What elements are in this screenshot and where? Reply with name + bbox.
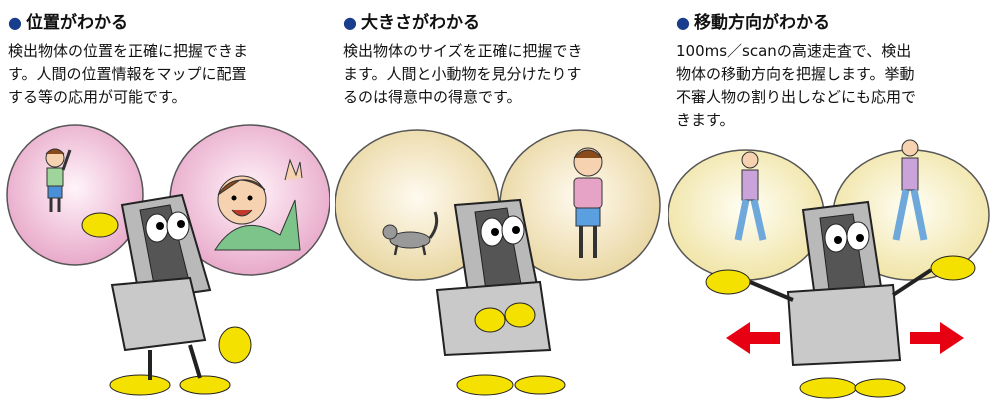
section-heading: ●大きさがわかる [343, 8, 480, 33]
position-illustration [6, 124, 330, 396]
child-figure [573, 147, 603, 258]
pink-bubble-left [6, 124, 144, 266]
walking-person-left [734, 151, 767, 241]
description-line: する等の応用が可能です。 [8, 88, 187, 106]
section-direction: ●移動方向がわかる 100ms／scanの高速走査で、検出 物体の移動方向を把握… [668, 0, 998, 405]
section-description: 検出物体のサイズを正確に把握でき ます。人間と小動物を見分けたりす るのは得意中… [343, 40, 665, 109]
circle-bullet-icon: ● [676, 13, 690, 32]
description-line: 物体の移動方向を把握します。挙動 [676, 65, 915, 83]
section-size: ●大きさがわかる 検出物体のサイズを正確に把握でき ます。人間と小動物を見分けた… [335, 0, 665, 405]
section-title: 大きさがわかる [360, 13, 480, 33]
size-illustration [335, 129, 661, 396]
red-right-arrow-icon [910, 322, 964, 354]
section-title: 移動方向がわかる [693, 13, 830, 33]
section-heading: ●移動方向がわかる [676, 8, 830, 33]
walking-person-right [892, 139, 928, 241]
child-figure-small [45, 148, 72, 212]
sensor-robot [435, 198, 566, 396]
description-line: ます。人間と小動物を見分けたりす [343, 65, 582, 83]
child-figure-large [214, 158, 303, 251]
description-line: 不審人物の割り出しなどにも応用で [676, 88, 917, 106]
cat-figure [382, 211, 439, 256]
description-line: 検出物体の位置を正確に把握できま [8, 42, 249, 60]
description-line: す。人間の位置情報をマップに配置 [8, 65, 247, 83]
section-position: ●位置がわかる 検出物体の位置を正確に把握できま す。人間の位置情報をマップに配… [0, 0, 330, 405]
description-line: るのは得意中の得意です。 [343, 88, 522, 106]
direction-illustration [668, 139, 990, 399]
section-description: 100ms／scanの高速走査で、検出 物体の移動方向を把握します。挙動 不審人… [676, 40, 998, 132]
sensor-robot [705, 200, 976, 399]
section-description: 検出物体の位置を正確に把握できま す。人間の位置情報をマップに配置 する等の応用… [8, 40, 330, 109]
section-title: 位置がわかる [25, 13, 128, 33]
section-heading: ●位置がわかる [8, 8, 128, 33]
description-line: 検出物体のサイズを正確に把握でき [343, 42, 583, 60]
circle-bullet-icon: ● [8, 13, 22, 32]
sensor-robot [81, 193, 252, 396]
red-left-arrow-icon [726, 322, 780, 354]
description-line: きます。 [676, 111, 735, 129]
circle-bullet-icon: ● [343, 13, 357, 32]
description-line: 100ms／scanの高速走査で、検出 [676, 42, 912, 60]
